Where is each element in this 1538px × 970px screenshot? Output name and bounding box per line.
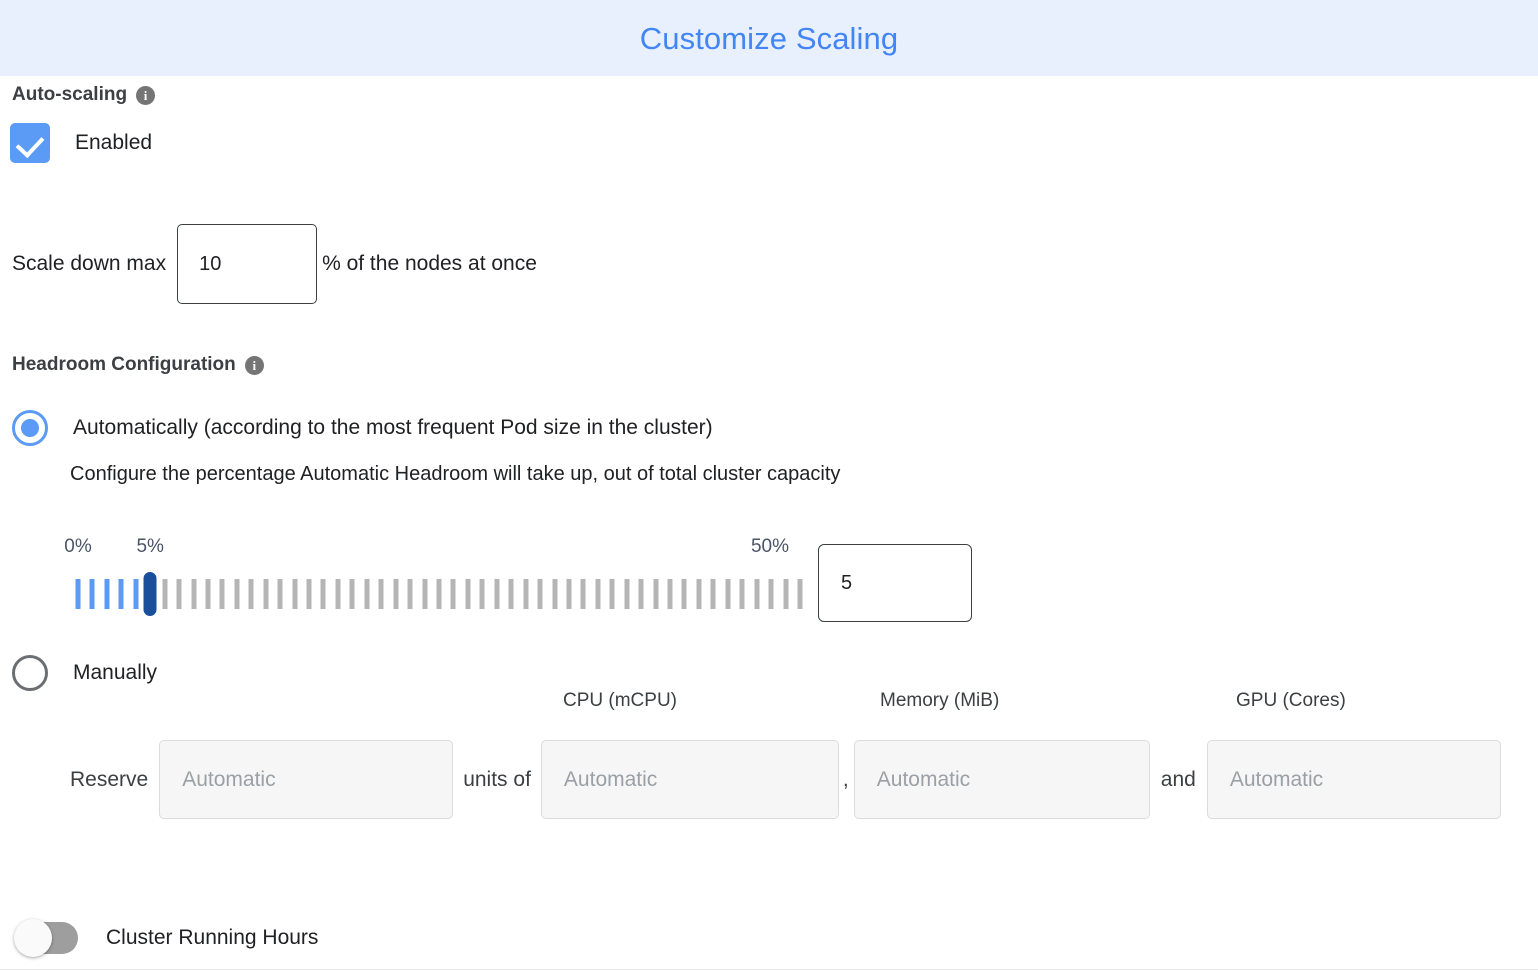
slider-tick bbox=[277, 579, 283, 609]
cluster-running-hours-row[interactable]: Cluster Running Hours bbox=[14, 919, 319, 957]
slider-tick bbox=[133, 579, 139, 609]
slider-tick bbox=[624, 579, 630, 609]
slider-tick bbox=[118, 579, 124, 609]
slider-tick bbox=[523, 579, 529, 609]
slider-tick bbox=[191, 579, 197, 609]
comma-separator: , bbox=[842, 767, 849, 791]
slider-tick bbox=[234, 579, 240, 609]
slider-tick bbox=[248, 579, 254, 609]
slider-current-label: 5% bbox=[136, 536, 164, 557]
checkbox-enabled-label: Enabled bbox=[75, 131, 153, 154]
slider-tick bbox=[696, 579, 702, 609]
reserve-cpu-input[interactable] bbox=[540, 740, 839, 819]
reserve-row: Reserve units of , and bbox=[70, 740, 1501, 819]
auto-scaling-enabled-row[interactable]: Enabled bbox=[10, 123, 152, 163]
headroom-percentage-input[interactable] bbox=[818, 544, 972, 622]
radio-automatic-icon[interactable] bbox=[12, 410, 48, 446]
cluster-running-hours-label: Cluster Running Hours bbox=[106, 926, 319, 949]
slider-track[interactable] bbox=[75, 572, 808, 616]
slider-tick bbox=[349, 579, 355, 609]
slider-tick bbox=[378, 579, 384, 609]
slider-tick bbox=[609, 579, 615, 609]
slider-tick bbox=[710, 579, 716, 609]
radio-automatic-label: Automatically (according to the most fre… bbox=[73, 416, 713, 439]
auto-scaling-heading-label: Auto-scaling bbox=[12, 84, 128, 105]
slider-tick bbox=[566, 579, 572, 609]
slider-tick bbox=[176, 579, 182, 609]
slider-tick bbox=[725, 579, 731, 609]
slider-tick bbox=[667, 579, 673, 609]
slider-tick bbox=[364, 579, 370, 609]
info-icon[interactable]: i bbox=[244, 355, 264, 375]
slider-tick bbox=[75, 579, 81, 609]
slider-labels: 0% 5% 50% bbox=[64, 536, 808, 564]
slider-tick bbox=[537, 579, 543, 609]
slider-thumb[interactable] bbox=[143, 572, 157, 616]
headroom-percentage-slider[interactable]: 0% 5% 50% bbox=[64, 536, 808, 631]
slider-tick bbox=[638, 579, 644, 609]
slider-tick bbox=[335, 579, 341, 609]
slider-tick bbox=[205, 579, 211, 609]
dialog-header: Customize Scaling bbox=[0, 0, 1538, 76]
slider-tick bbox=[89, 579, 95, 609]
slider-tick bbox=[292, 579, 298, 609]
slider-tick bbox=[306, 579, 312, 609]
slider-tick bbox=[465, 579, 471, 609]
headroom-heading-label: Headroom Configuration bbox=[12, 354, 236, 375]
memory-field-label: Memory (MiB) bbox=[880, 690, 1000, 711]
slider-tick bbox=[783, 579, 789, 609]
info-icon[interactable]: i bbox=[136, 85, 156, 105]
slider-tick bbox=[768, 579, 774, 609]
slider-max-label: 50% bbox=[750, 536, 790, 557]
auto-scaling-section-heading: Auto-scaling i bbox=[12, 84, 156, 106]
toggle-knob bbox=[14, 919, 52, 957]
slider-tick bbox=[508, 579, 514, 609]
headroom-automatic-description: Configure the percentage Automatic Headr… bbox=[70, 463, 841, 485]
scale-down-max-suffix: % of the nodes at once bbox=[322, 252, 537, 275]
cpu-field-label: CPU (mCPU) bbox=[563, 690, 677, 711]
scale-down-max-row: Scale down max % of the nodes at once bbox=[12, 224, 537, 304]
scale-down-max-input[interactable] bbox=[177, 224, 318, 304]
slider-tick bbox=[479, 579, 485, 609]
radio-manually-label: Manually bbox=[73, 661, 158, 684]
checkbox-enabled-icon[interactable] bbox=[10, 123, 50, 163]
slider-tick bbox=[320, 579, 326, 609]
radio-manually-icon[interactable] bbox=[12, 655, 48, 691]
slider-tick bbox=[580, 579, 586, 609]
slider-tick bbox=[263, 579, 269, 609]
units-of-label: units of bbox=[463, 767, 531, 791]
slider-tick bbox=[754, 579, 760, 609]
reserve-gpu-input[interactable] bbox=[1206, 740, 1501, 819]
slider-tick bbox=[681, 579, 687, 609]
slider-tick bbox=[494, 579, 500, 609]
gpu-field-label: GPU (Cores) bbox=[1236, 690, 1346, 711]
reserve-label: Reserve bbox=[70, 767, 149, 791]
slider-tick bbox=[797, 579, 803, 609]
reserve-memory-input[interactable] bbox=[853, 740, 1150, 819]
and-separator: and bbox=[1160, 767, 1196, 791]
page-title: Customize Scaling bbox=[639, 20, 899, 56]
slider-tick bbox=[393, 579, 399, 609]
scale-down-max-label: Scale down max bbox=[12, 252, 167, 275]
slider-tick bbox=[739, 579, 745, 609]
slider-tick bbox=[219, 579, 225, 609]
slider-tick bbox=[422, 579, 428, 609]
slider-tick bbox=[552, 579, 558, 609]
slider-tick bbox=[653, 579, 659, 609]
slider-tick bbox=[450, 579, 456, 609]
slider-tick bbox=[104, 579, 110, 609]
slider-min-label: 0% bbox=[64, 536, 92, 557]
slider-tick bbox=[407, 579, 413, 609]
cluster-running-hours-toggle[interactable] bbox=[14, 919, 78, 957]
reserve-units-input[interactable] bbox=[159, 740, 454, 819]
slider-tick bbox=[595, 579, 601, 609]
radio-option-manually[interactable]: Manually bbox=[12, 655, 157, 691]
radio-option-automatic[interactable]: Automatically (according to the most fre… bbox=[12, 410, 713, 446]
slider-tick bbox=[436, 579, 442, 609]
headroom-section-heading: Headroom Configuration i bbox=[12, 354, 264, 376]
slider-tick bbox=[162, 579, 168, 609]
